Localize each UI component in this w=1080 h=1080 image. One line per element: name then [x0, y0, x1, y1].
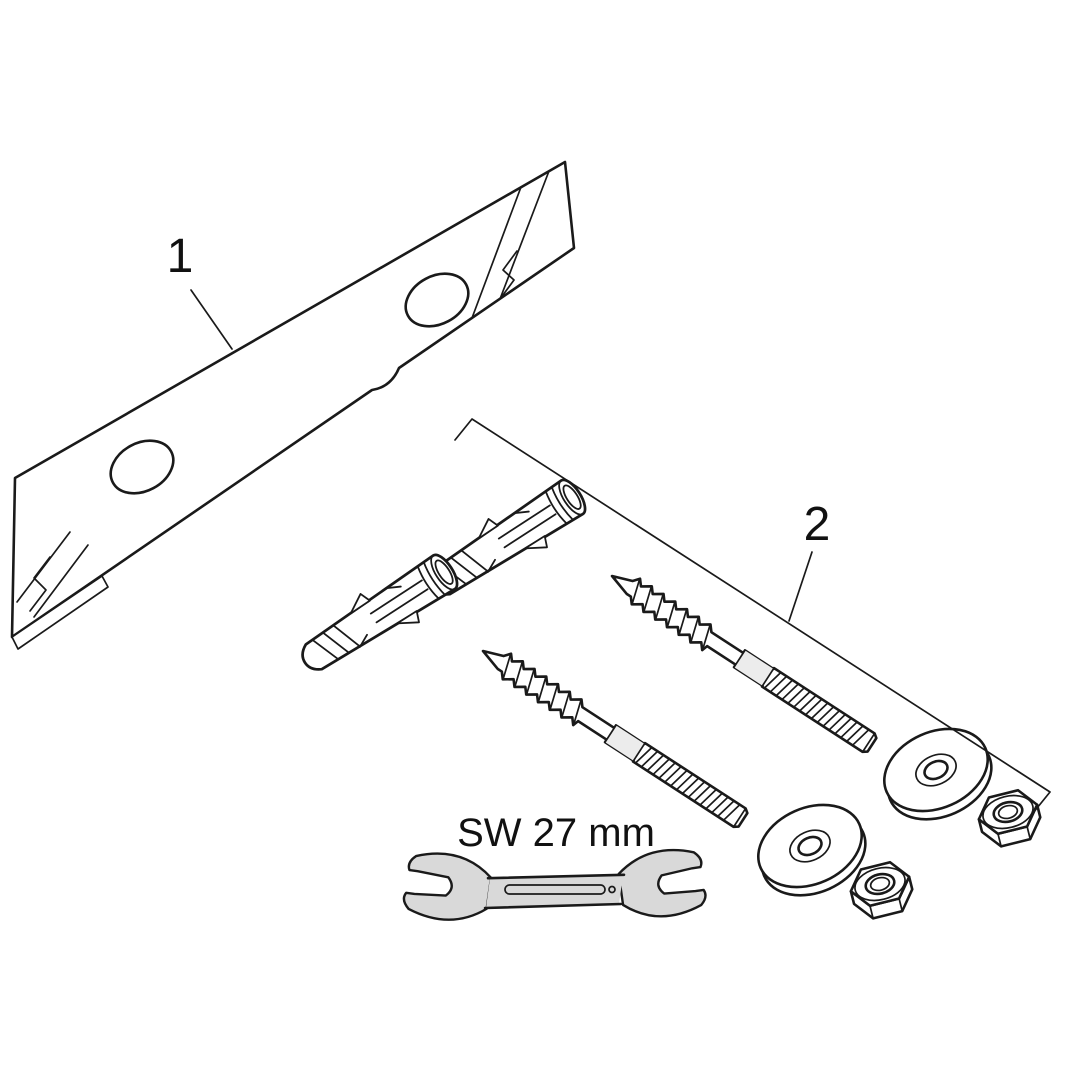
callout-1: 1 — [167, 230, 233, 350]
plate-bend-lines-right — [471, 170, 550, 319]
plate-thickness-edge — [11, 575, 109, 650]
wrench-shaft — [486, 875, 623, 908]
wrench-slot — [504, 884, 606, 895]
plate-hole-right — [404, 272, 470, 328]
plate-bend-lines-left — [16, 531, 89, 618]
callout-1-label: 1 — [167, 230, 194, 283]
wrench-size-label: SW 27 mm — [457, 811, 655, 855]
callout-2-bracket — [454, 418, 1051, 814]
plate-break-zigzag-right — [499, 250, 518, 300]
callout-2: 2 — [454, 418, 1051, 814]
callout-2-label: 2 — [804, 498, 831, 551]
callout-2-leader — [788, 551, 813, 622]
callout-1-leader — [190, 289, 233, 350]
wrench-shaft-edges — [483, 873, 626, 910]
wrench-slot-pin — [608, 885, 616, 894]
plate-hole-left — [109, 439, 175, 495]
plate-break-zigzag-left — [29, 556, 51, 612]
mounting-plate — [10, 160, 576, 650]
open-end-wrench: SW 27 mm — [400, 811, 710, 927]
